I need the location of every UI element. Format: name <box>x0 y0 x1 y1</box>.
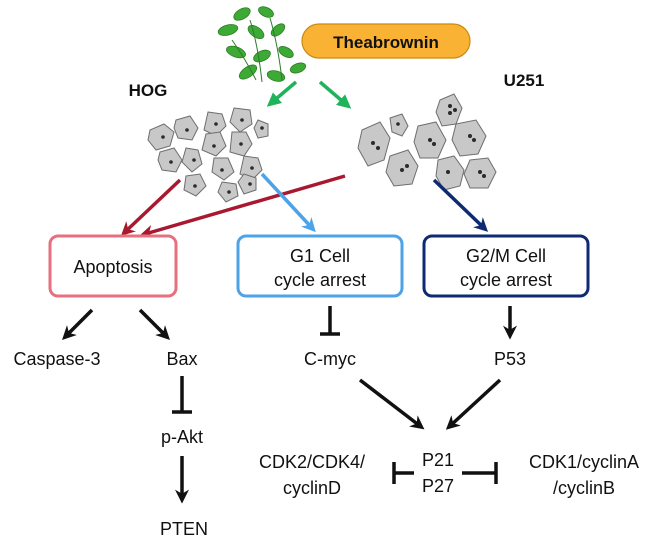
tea-leaves-illustration <box>217 6 307 83</box>
u251-cells-illustration <box>357 93 497 191</box>
hog-cell-nuclei <box>161 118 264 194</box>
hog-cells-illustration <box>147 107 269 203</box>
cdk-right-line1: CDK1/cyclinA <box>529 452 639 472</box>
arrow-u251-to-apoptosis <box>139 174 346 239</box>
cdk-right-line2: /cyclinB <box>553 478 615 498</box>
theabrownin-label: Theabrownin <box>333 33 439 52</box>
pakt-label: p-Akt <box>161 427 203 447</box>
cdk-left-line2: cyclinD <box>283 478 341 498</box>
cmyc-label: C-myc <box>304 349 356 369</box>
arrow-theabrownin-to-hog <box>266 80 298 107</box>
apoptosis-label: Apoptosis <box>73 257 152 277</box>
apoptosis-box: Apoptosis <box>48 234 178 298</box>
cell-line-u251-label: U251 <box>504 71 545 90</box>
arrow-p53-to-p21 <box>445 378 502 430</box>
u251-cell-nuclei <box>371 104 486 178</box>
p21-label: P21 <box>422 450 454 470</box>
arrow-apoptosis-to-bax <box>138 308 170 340</box>
g2m-arrest-box: G2/M Cell cycle arrest <box>422 234 590 298</box>
cell-line-hog-label: HOG <box>129 81 168 100</box>
theabrownin-node: Theabrownin <box>301 23 471 59</box>
p27-label: P27 <box>422 476 454 496</box>
g2m-arrest-label-line1: G2/M Cell <box>466 246 546 266</box>
g1-arrest-box: G1 Cell cycle arrest <box>236 234 404 298</box>
arrow-hog-to-apoptosis <box>120 178 182 236</box>
g2m-arrest-label-line2: cycle arrest <box>460 270 552 290</box>
cdk-left-line1: CDK2/CDK4/ <box>259 452 365 472</box>
arrow-u251-to-g2m-arrest <box>432 178 489 232</box>
arrow-theabrownin-to-u251 <box>318 80 352 109</box>
arrow-apoptosis-to-caspase3 <box>62 308 94 340</box>
g1-arrest-label-line1: G1 Cell <box>290 246 350 266</box>
arrow-hog-to-g1-arrest <box>260 172 316 233</box>
p53-label: P53 <box>494 349 526 369</box>
pten-label: PTEN <box>160 519 208 539</box>
g1-arrest-label-line2: cycle arrest <box>274 270 366 290</box>
caspase3-label: Caspase-3 <box>13 349 100 369</box>
arrow-cmyc-to-p21 <box>358 378 425 430</box>
bax-label: Bax <box>166 349 197 369</box>
